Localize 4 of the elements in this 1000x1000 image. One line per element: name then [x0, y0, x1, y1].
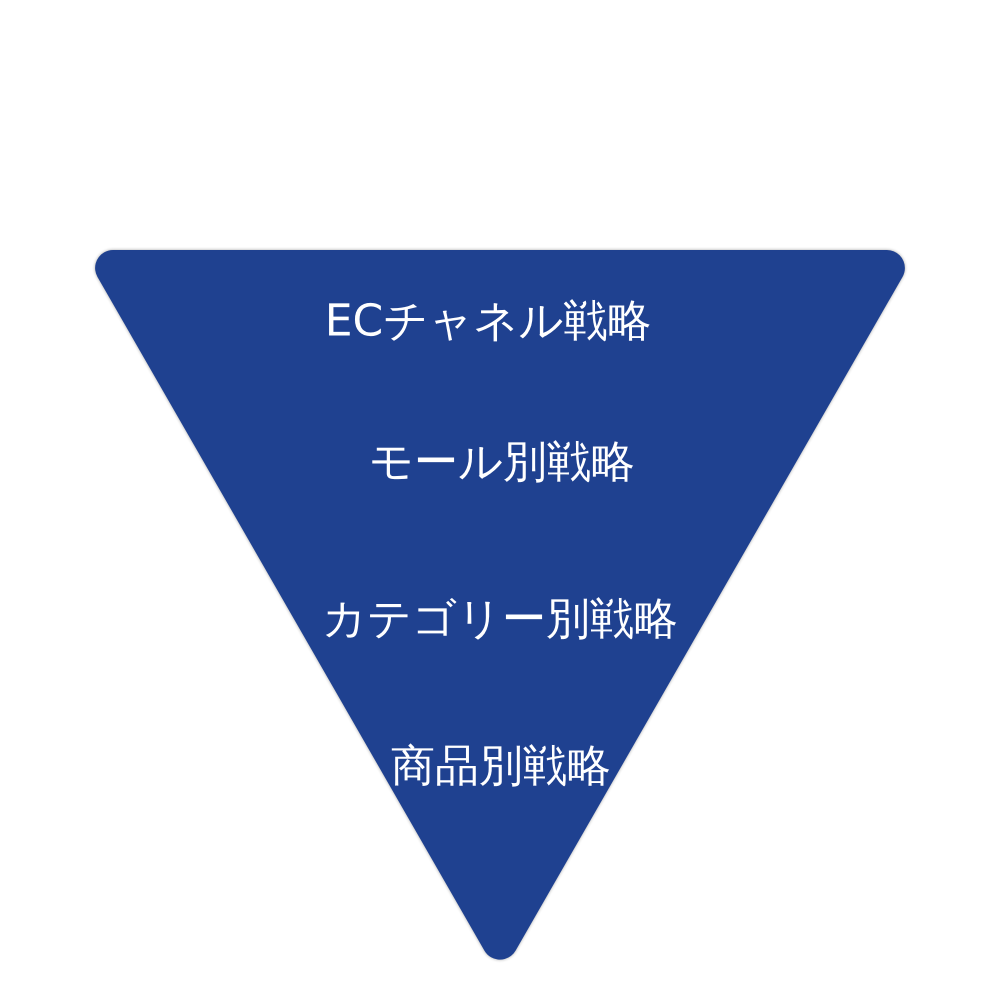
tier-label: ECチャネル戦略 [324, 296, 652, 348]
tier-label: 商品別戦略 [391, 742, 611, 792]
tier-label: カテゴリー別戦略 [322, 594, 678, 646]
tier-label: モール別戦略 [369, 438, 635, 488]
